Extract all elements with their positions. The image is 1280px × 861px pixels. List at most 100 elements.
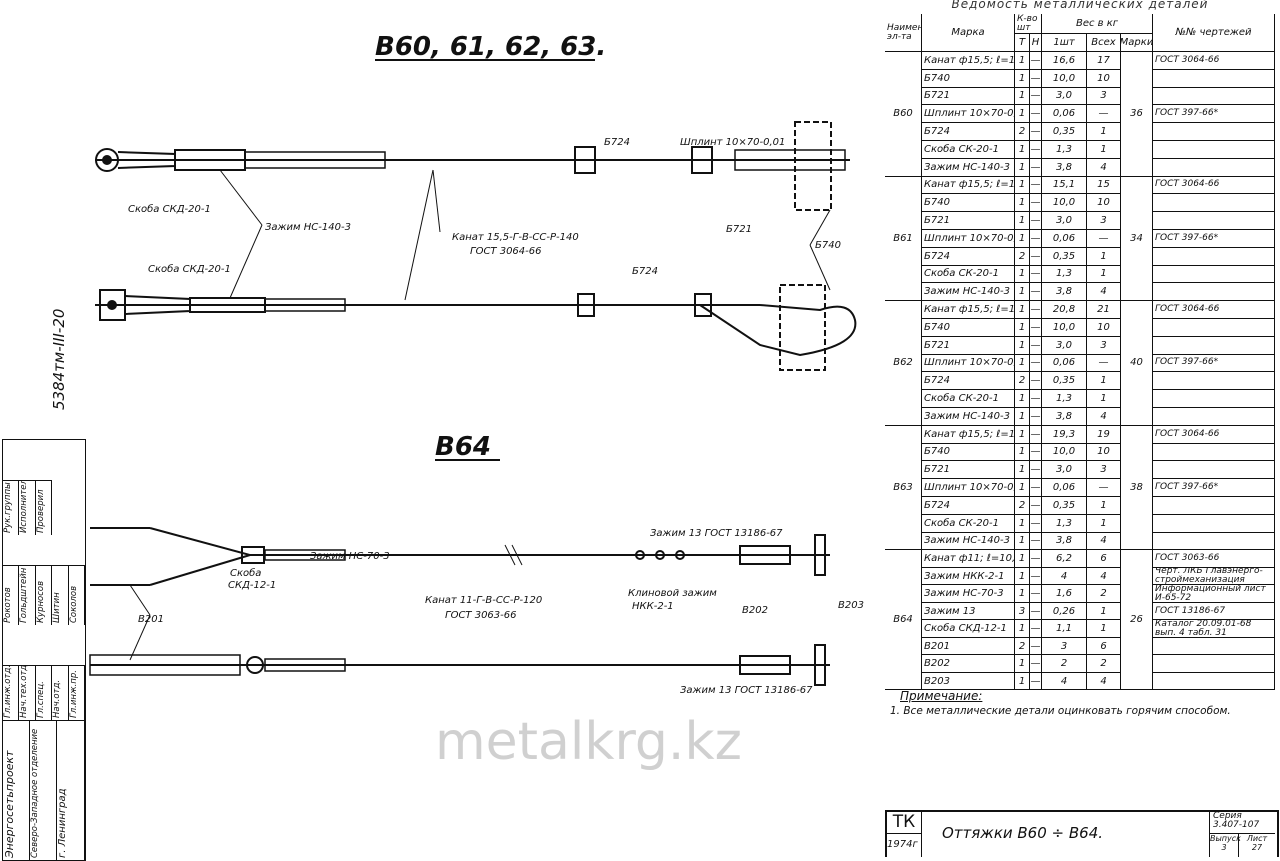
row-marka: В203 <box>922 672 1015 691</box>
row-qty-t: 1 <box>1015 408 1030 426</box>
row-qty-t: 1 <box>1015 514 1030 533</box>
row-docs <box>1153 283 1275 302</box>
row-weight-one: 19,3 <box>1042 425 1087 444</box>
row-qty-t: 1 <box>1015 672 1030 691</box>
row-docs: Черт. ЛКБ Главэнерго-строймеханизация <box>1153 567 1275 586</box>
row-qty-t: 1 <box>1015 655 1030 673</box>
row-qty-t: 2 <box>1015 247 1030 266</box>
row-docs: ГОСТ 3064-66 <box>1153 176 1275 195</box>
row-marka: Канат ф15,5; ℓ=17,5м <box>922 301 1015 319</box>
label-b724-1: Б724 <box>604 137 630 148</box>
row-marka: Зажим НС-70-3 <box>922 585 1015 603</box>
row-qty-t: 1 <box>1015 620 1030 638</box>
row-weight-one: 0,35 <box>1042 247 1087 266</box>
row-weight-one: 4 <box>1042 672 1087 691</box>
stamp-org1: Энергосетьпроект <box>3 720 30 860</box>
row-weight-all: 1 <box>1087 123 1121 141</box>
row-weight-one: 3,8 <box>1042 283 1087 302</box>
row-docs <box>1153 637 1275 656</box>
label-zazhim: Зажим НС-140-3 <box>265 222 351 233</box>
row-docs <box>1153 514 1275 533</box>
row-weight-all: — <box>1087 105 1121 124</box>
document-number: 5384тм-III-20 <box>50 308 68 410</box>
row-qty-n: — <box>1030 265 1042 284</box>
row-marka: Канат ф11; ℓ=10,0м <box>922 550 1015 568</box>
row-marka: Б721 <box>922 336 1015 355</box>
stamp-role-secondary: Исполнитель <box>19 480 36 535</box>
row-docs: Информационный лист И-65-72 <box>1153 585 1275 603</box>
row-weight-one: 1,3 <box>1042 390 1087 408</box>
row-docs: ГОСТ 3064-66 <box>1153 425 1275 444</box>
group-total-weight: 38 <box>1121 425 1153 551</box>
stamp-role-secondary: Проверил <box>35 480 53 535</box>
row-weight-one: 3,8 <box>1042 158 1087 177</box>
row-weight-one: 0,06 <box>1042 354 1087 373</box>
row-marka: Шплинт 10×70-0,01 <box>922 230 1015 248</box>
row-weight-all: 4 <box>1087 158 1121 177</box>
row-qty-n: — <box>1030 479 1042 497</box>
row-weight-all: — <box>1087 230 1121 248</box>
stamp-name: Гольдштейн <box>19 565 36 625</box>
row-weight-all: 6 <box>1087 637 1121 656</box>
row-qty-n: — <box>1030 194 1042 213</box>
header-docs: №№ чертежей <box>1153 14 1275 52</box>
row-weight-all: 4 <box>1087 672 1121 691</box>
row-qty-t: 1 <box>1015 585 1030 603</box>
row-weight-all: 15 <box>1087 176 1121 195</box>
row-weight-all: 3 <box>1087 87 1121 106</box>
row-marka: Б740 <box>922 319 1015 337</box>
row-weight-one: 0,06 <box>1042 230 1087 248</box>
row-marka: Зажим 13 <box>922 602 1015 621</box>
stamp-role-secondary: Рук.группы <box>3 480 20 535</box>
label-b740: Б740 <box>815 240 841 251</box>
row-weight-one: 0,06 <box>1042 479 1087 497</box>
row-marka: Шплинт 10×70-0,01 <box>922 479 1015 497</box>
sheet-title: Оттяжки В60 ÷ В64. <box>942 824 1104 842</box>
row-qty-t: 1 <box>1015 461 1030 480</box>
org-code: ТК <box>887 812 922 834</box>
row-marka: Б740 <box>922 443 1015 462</box>
row-weight-one: 1,3 <box>1042 265 1087 284</box>
row-marka: Зажим НКК-2-1 <box>922 567 1015 586</box>
row-qty-n: — <box>1030 672 1042 691</box>
row-marka: В202 <box>922 655 1015 673</box>
row-weight-one: 0,35 <box>1042 497 1087 515</box>
row-marka: Зажим НС-140-3 <box>922 158 1015 177</box>
row-docs <box>1153 532 1275 551</box>
row-weight-one: 0,35 <box>1042 372 1087 391</box>
row-marka: Б724 <box>922 497 1015 515</box>
title-v60-63: В60, 61, 62, 63. <box>375 32 606 62</box>
stamp-role: Гл.спец. <box>35 665 53 720</box>
header-n: Н <box>1030 34 1042 52</box>
row-qty-t: 1 <box>1015 141 1030 159</box>
group-total-weight: 34 <box>1121 176 1153 302</box>
row-qty-n: — <box>1030 550 1042 568</box>
header-mark-total: Марки <box>1121 34 1153 52</box>
row-weight-all: 1 <box>1087 602 1121 621</box>
row-weight-one: 3,8 <box>1042 408 1087 426</box>
row-marka: Шплинт 10×70-0,01 <box>922 105 1015 124</box>
row-marka: В201 <box>922 637 1015 656</box>
row-qty-n: — <box>1030 567 1042 586</box>
row-weight-one: 3,8 <box>1042 532 1087 551</box>
label-skoba-b: СКД-12-1 <box>228 580 276 591</box>
group-total-weight: 26 <box>1121 550 1153 691</box>
row-weight-all: — <box>1087 354 1121 373</box>
row-weight-one: 0,35 <box>1042 123 1087 141</box>
row-qty-n: — <box>1030 319 1042 337</box>
row-weight-all: — <box>1087 479 1121 497</box>
row-qty-n: — <box>1030 585 1042 603</box>
row-weight-all: 4 <box>1087 567 1121 586</box>
spec-table: Ведомость металлических деталей Наимен э… <box>885 0 1275 720</box>
row-docs: ГОСТ 13186-67 <box>1153 602 1275 621</box>
label-shplint: Шплинт 10×70-0,01 <box>680 137 785 148</box>
row-qty-n: — <box>1030 408 1042 426</box>
header-name: Наимен эл-та <box>885 14 922 52</box>
row-qty-t: 1 <box>1015 550 1030 568</box>
row-weight-one: 10,0 <box>1042 319 1087 337</box>
row-qty-t: 1 <box>1015 390 1030 408</box>
row-weight-one: 1,1 <box>1042 620 1087 638</box>
row-qty-n: — <box>1030 655 1042 673</box>
row-weight-all: 2 <box>1087 585 1121 603</box>
